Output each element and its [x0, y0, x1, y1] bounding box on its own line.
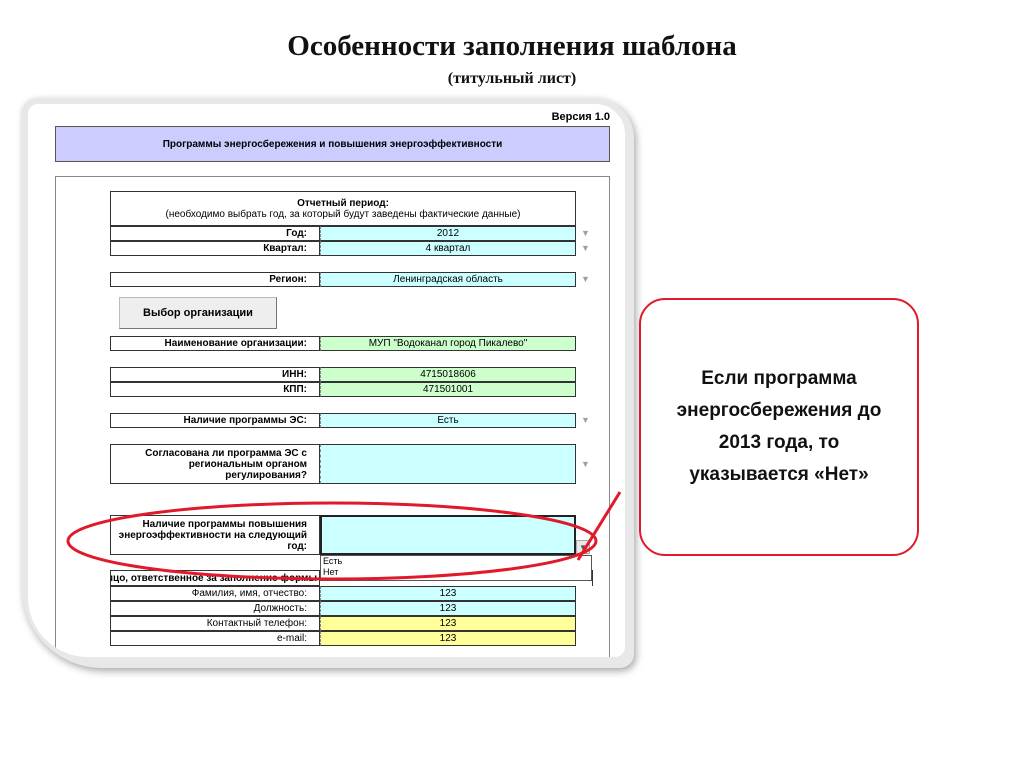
email-label: e-mail: — [110, 631, 320, 646]
fio-label: Фамилия, имя, отчество: — [110, 586, 320, 601]
period-note: (необходимо выбрать год, за который буду… — [165, 208, 521, 220]
quarter-select[interactable]: 4 квартал — [320, 241, 576, 256]
es-program-select[interactable]: Есть — [320, 413, 576, 428]
region-select[interactable]: Ленинградская область — [320, 272, 576, 287]
email-input[interactable]: 123 — [320, 631, 576, 646]
agreed-dropdown-icon[interactable]: ▼ — [581, 459, 590, 469]
dropdown-option-no[interactable]: Нет — [323, 567, 339, 577]
region-label: Регион: — [110, 272, 320, 287]
period-title: Отчетный период: — [297, 197, 389, 209]
next-year-program-select[interactable] — [320, 515, 576, 555]
year-label: Год: — [110, 226, 320, 241]
kpp-value: 471501001 — [320, 382, 576, 397]
page-title: Особенности заполнения шаблона — [287, 30, 737, 62]
pointer-line — [576, 491, 622, 561]
page-subtitle: (титульный лист) — [447, 70, 577, 87]
highlight-ellipse — [66, 501, 598, 581]
org-name-value: МУП "Водоканал город Пикалево" — [320, 336, 576, 351]
version-label: Версия 1.0 — [551, 110, 610, 123]
quarter-label: Квартал: — [110, 241, 320, 256]
position-input[interactable]: 123 — [320, 601, 576, 616]
next-year-program-label: Наличие программы повышения энергоэффект… — [110, 515, 320, 555]
responsible-header-edge — [592, 570, 593, 586]
quarter-dropdown-icon[interactable]: ▼ — [581, 243, 590, 253]
fio-input[interactable]: 123 — [320, 586, 576, 601]
inn-label: ИНН: — [110, 367, 320, 382]
dropdown-list: Есть Нет — [320, 555, 592, 581]
choose-organization-button[interactable]: Выбор организации — [119, 297, 277, 329]
year-select[interactable]: 2012 — [320, 226, 576, 241]
chevron-down-icon: ▼ — [579, 542, 587, 552]
phone-input[interactable]: 123 — [320, 616, 576, 631]
phone-label: Контактный телефон: — [110, 616, 320, 631]
es-program-dropdown-icon[interactable]: ▼ — [581, 415, 590, 425]
form-header: Программы энергосбережения и повышения э… — [55, 126, 610, 162]
agreed-select[interactable] — [320, 444, 576, 484]
kpp-label: КПП: — [110, 382, 320, 397]
dropdown-option-yes[interactable]: Есть — [323, 556, 343, 566]
es-program-label: Наличие программы ЭС: — [110, 413, 320, 428]
region-dropdown-icon[interactable]: ▼ — [581, 274, 590, 284]
position-label: Должность: — [110, 601, 320, 616]
period-block: Отчетный период: (необходимо выбрать год… — [110, 191, 576, 226]
callout-box: Если программа энергосбережения до 2013 … — [639, 298, 919, 556]
form-area — [55, 176, 610, 657]
year-dropdown-icon[interactable]: ▼ — [581, 228, 590, 238]
agreed-label: Согласована ли программа ЭС с региональн… — [110, 444, 320, 484]
org-name-label: Наименование организации: — [110, 336, 320, 351]
inn-value: 4715018606 — [320, 367, 576, 382]
